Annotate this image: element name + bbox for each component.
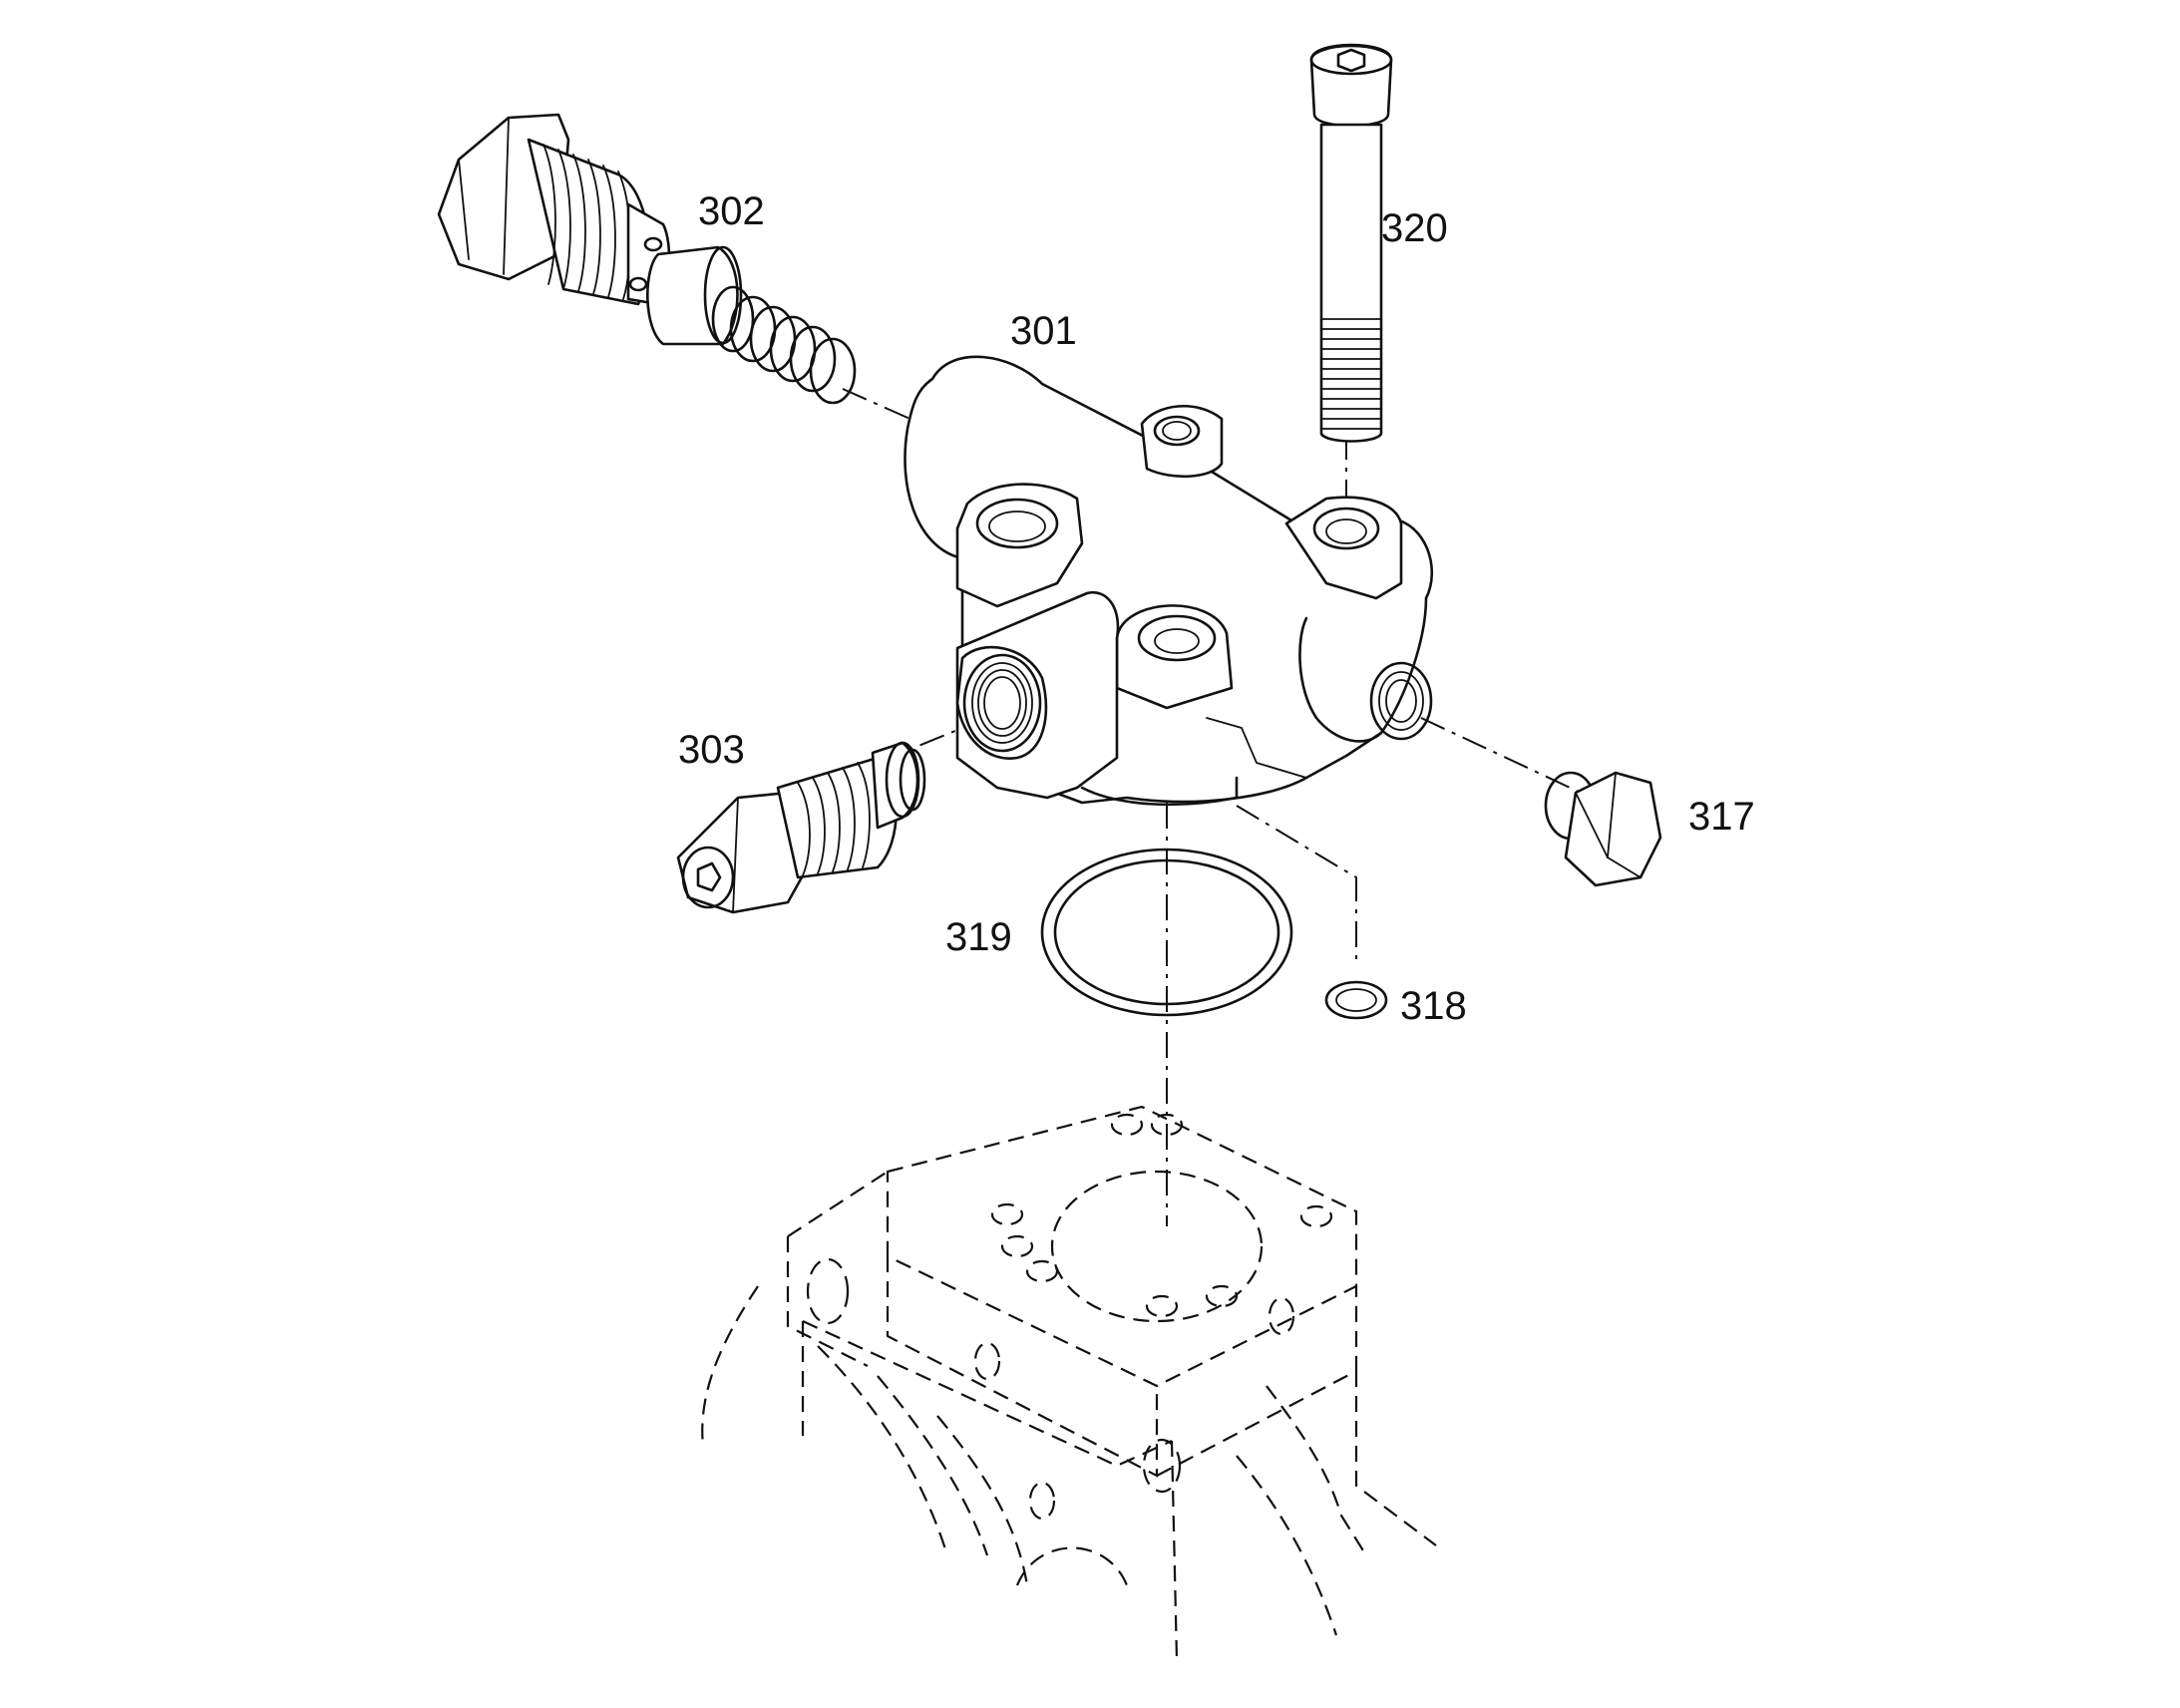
cap-screw-320 [1309,43,1393,443]
small-o-ring-318 [1324,980,1388,1020]
thread-lines [797,762,871,876]
callout-301: 301 [1010,309,1077,353]
spring-coils [711,285,857,405]
callout-319: 319 [945,915,1012,959]
large-o-ring-319 [1040,848,1293,1017]
relief-valve-302 [437,113,857,405]
housing-301 [904,355,1434,807]
callout-labels: 301 302 303 317 318 319 320 [678,189,1755,1028]
thread-lines [1320,318,1382,430]
callout-302: 302 [698,189,765,233]
hex-plug-317 [1544,771,1662,887]
mounting-base-phantom [701,1105,1437,1661]
callout-303: 303 [678,728,745,772]
callout-320: 320 [1381,206,1448,250]
callout-317: 317 [1688,795,1755,839]
check-valve-303 [676,741,926,914]
callout-318: 318 [1400,984,1467,1028]
thread-lines [543,144,631,300]
